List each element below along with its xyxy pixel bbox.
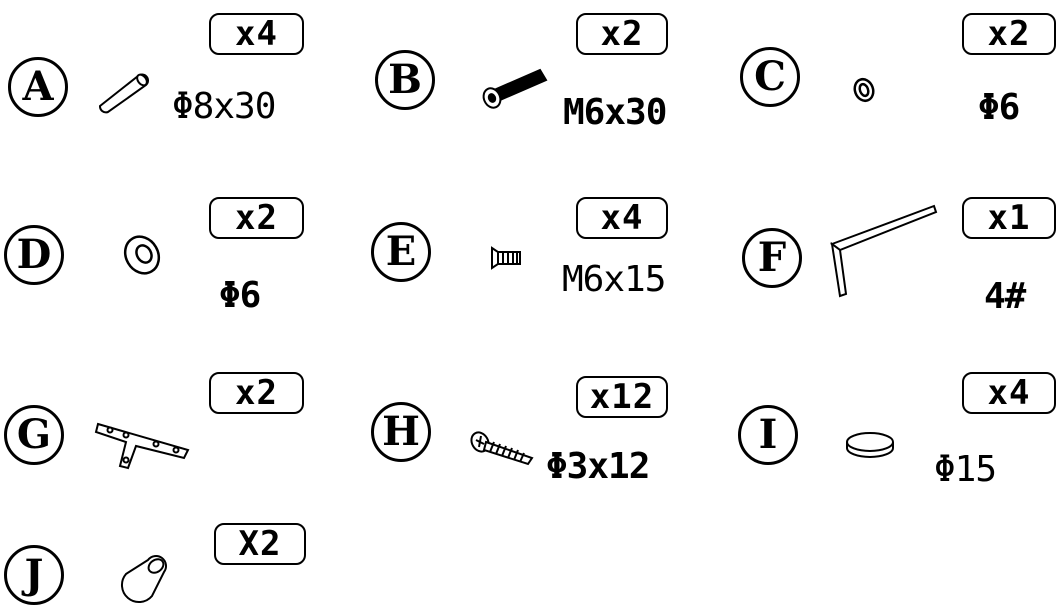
quantity-badge: x2 [962,13,1056,55]
allen-key-icon [826,204,940,300]
part-letter: F [742,228,802,288]
part-spec: M6x15 [562,259,666,300]
part-letter: H [371,402,431,462]
hex-socket-bolt-icon [478,64,550,112]
quantity-badge: x4 [962,372,1056,414]
part-spec: Φ6 [978,87,1020,128]
part-letter: E [371,222,431,282]
part-letter: G [4,405,64,465]
quantity-badge: x2 [209,197,304,239]
part-letter: J [4,545,64,605]
t-plate-bracket-icon [94,418,196,472]
part-spec: Φ3x12 [546,446,650,487]
dowel-pin-icon [92,68,152,114]
flat-washer-icon [120,234,168,276]
quantity-badge: x1 [962,197,1056,239]
quantity-badge: x2 [209,372,304,414]
spring-washer-icon [850,75,880,105]
quantity-badge: X2 [214,523,306,565]
part-letter: D [4,225,64,285]
quantity-badge: x4 [576,197,668,239]
part-letter: B [375,50,435,110]
part-spec: M6x30 [563,92,667,133]
flat-head-screw-icon [484,244,524,270]
quantity-badge: x4 [209,13,304,55]
felt-pad-icon [844,430,896,460]
quantity-badge: x2 [576,13,668,55]
part-spec: 4# [984,276,1026,317]
part-letter: C [740,47,800,107]
part-spec: Φ6 [219,275,261,316]
leg-cap-icon [118,555,172,603]
quantity-badge: x12 [576,376,668,418]
part-letter: I [738,405,798,465]
phillips-screw-icon [470,430,540,470]
part-spec: Φ15 [934,449,997,490]
part-letter: A [8,57,68,117]
part-spec: Φ8x30 [172,86,276,127]
